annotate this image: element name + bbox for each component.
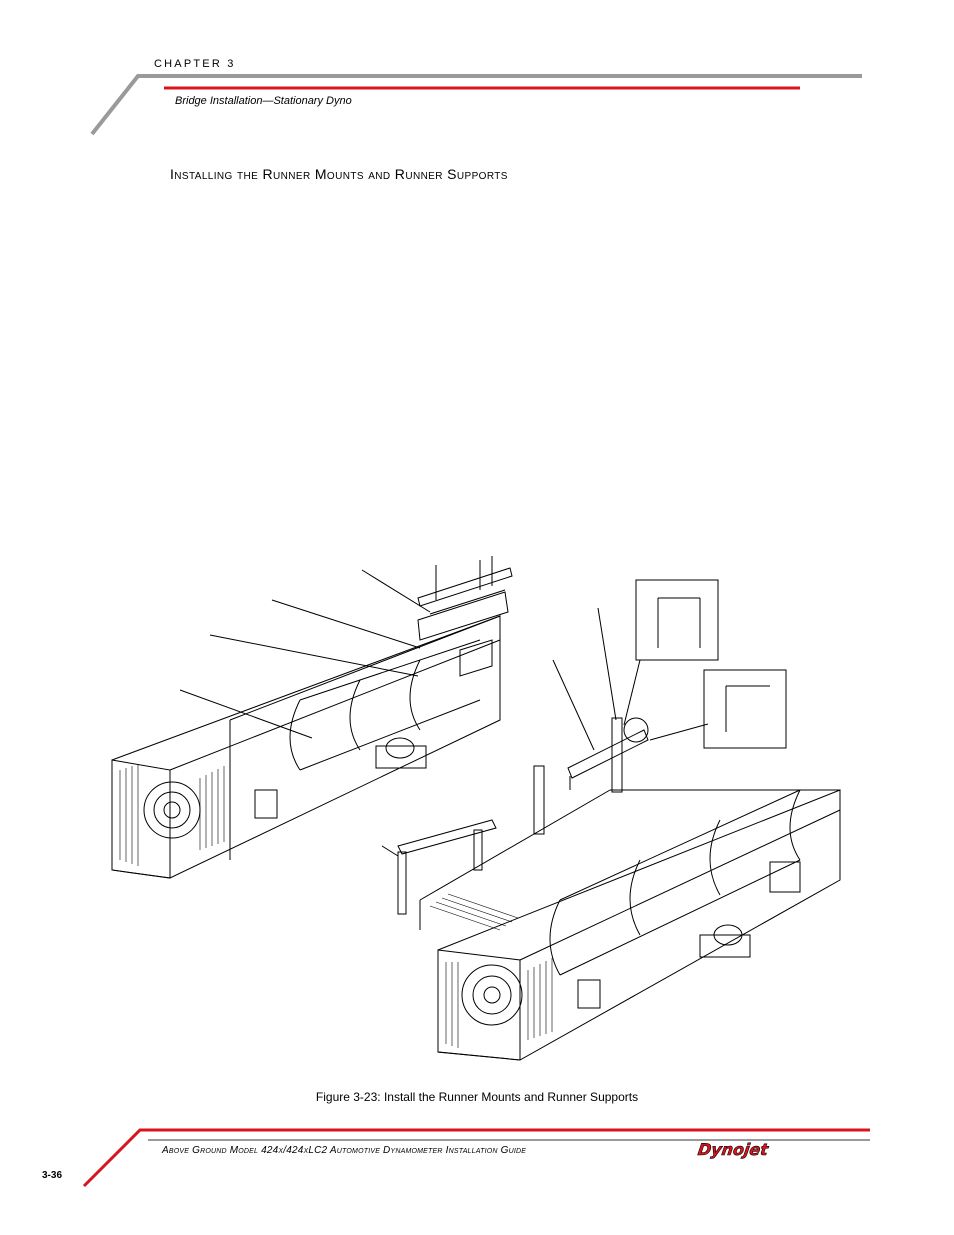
- page-number: 3-36: [42, 1170, 63, 1181]
- chapter-label: CHAPTER 3: [154, 58, 236, 70]
- front-grille: [429, 893, 553, 1048]
- front-dyno-frame: [419, 789, 841, 1061]
- callout-arrows: [179, 569, 617, 857]
- footer-title: Above Ground Model 424x/424xLC2 Automoti…: [162, 1145, 527, 1156]
- rear-dyno-frame: [111, 615, 501, 879]
- detail-views: [623, 579, 787, 749]
- figure-caption: Figure 3-23: Install the Runner Mounts a…: [315, 1090, 639, 1104]
- section-heading: Installing the Runner Mounts and Runner …: [170, 166, 508, 182]
- dynojet-logo: Dynojet: [696, 1140, 770, 1160]
- section-subtitle: Bridge Installation—Stationary Dyno: [175, 95, 352, 107]
- rear-grille: [119, 763, 231, 866]
- header-rule: [90, 74, 862, 136]
- figure-drawing: [111, 556, 841, 1061]
- runner-mount-plates: [417, 556, 513, 677]
- footer-rule: [82, 1128, 870, 1188]
- runner-supports: [397, 717, 649, 915]
